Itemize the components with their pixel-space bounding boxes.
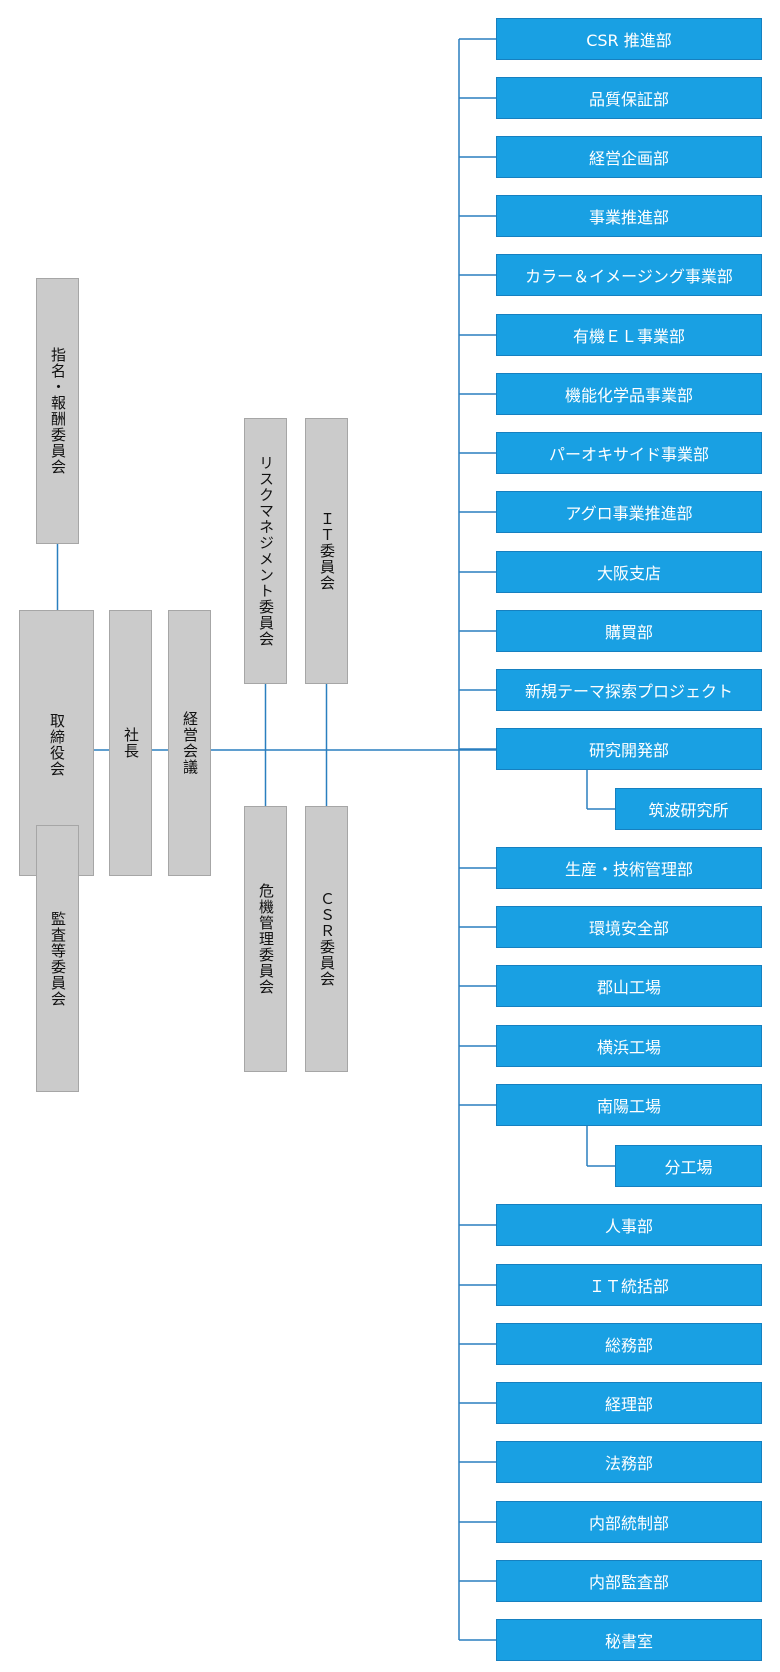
- dept-label: 法務部: [604, 1454, 653, 1473]
- it-committee-label: ＩＴ委員会: [318, 511, 336, 591]
- crisis-management-committee-box: 危機管理委員会: [244, 806, 287, 1072]
- dept-label: 環境安全部: [588, 919, 669, 938]
- csr-committee-box: ＣＳＲ委員会: [305, 806, 348, 1072]
- crisis-management-committee-label: 危機管理委員会: [257, 883, 275, 995]
- dept-label: 横浜工場: [596, 1038, 661, 1057]
- audit-committee-box: 監査等委員会: [36, 825, 79, 1092]
- dept-label: アグロ事業推進部: [565, 504, 693, 523]
- dept-label: 人事部: [604, 1217, 653, 1236]
- dept-label: 分工場: [664, 1158, 713, 1177]
- board-of-directors-label: 取締役会: [48, 713, 66, 777]
- audit-committee-label: 監査等委員会: [49, 910, 67, 1007]
- dept-branch-plant: 分工場: [615, 1145, 762, 1187]
- dept-label: 総務部: [604, 1336, 653, 1355]
- dept-purchasing: 購買部: [496, 610, 762, 652]
- dept-accounting: 経理部: [496, 1382, 762, 1424]
- it-committee-box: ＩＴ委員会: [305, 418, 348, 684]
- dept-yokohama-plant: 横浜工場: [496, 1025, 762, 1067]
- dept-label: ＩＴ統括部: [588, 1277, 669, 1296]
- dept-organic-el: 有機ＥＬ事業部: [496, 314, 762, 356]
- dept-tsukuba-lab: 筑波研究所: [615, 788, 762, 830]
- nomination-compensation-committee-box: 指名・報酬委員会: [36, 278, 79, 544]
- dept-environment-safety: 環境安全部: [496, 906, 762, 948]
- dept-label: 経営企画部: [588, 149, 669, 168]
- management-council-label: 経営会議: [181, 711, 199, 775]
- dept-label: パーオキサイド事業部: [548, 445, 709, 464]
- dept-label: 郡山工場: [596, 978, 661, 997]
- nomination-compensation-committee-label: 指名・報酬委員会: [49, 347, 67, 475]
- dept-corporate-planning: 経営企画部: [496, 136, 762, 178]
- dept-legal: 法務部: [496, 1441, 762, 1483]
- dept-general-affairs: 総務部: [496, 1323, 762, 1365]
- dept-internal-control: 内部統制部: [496, 1501, 762, 1543]
- management-council-box: 経営会議: [168, 610, 211, 876]
- dept-label: 品質保証部: [588, 90, 669, 109]
- dept-business-promotion: 事業推進部: [496, 195, 762, 237]
- dept-label: 機能化学品事業部: [564, 386, 693, 405]
- dept-new-theme-project: 新規テーマ探索プロジェクト: [496, 669, 762, 711]
- dept-csr-promotion: CSR 推進部: [496, 18, 762, 60]
- risk-management-committee-label: リスクマネジメント委員会: [257, 455, 275, 647]
- dept-label: 経理部: [604, 1395, 653, 1414]
- dept-label: 大阪支店: [596, 564, 661, 583]
- risk-management-committee-box: リスクマネジメント委員会: [244, 418, 287, 684]
- dept-functional-chemicals: 機能化学品事業部: [496, 373, 762, 415]
- dept-human-resources: 人事部: [496, 1204, 762, 1246]
- dept-quality-assurance: 品質保証部: [496, 77, 762, 119]
- dept-internal-audit: 内部監査部: [496, 1560, 762, 1602]
- dept-label: 事業推進部: [588, 208, 669, 227]
- dept-label: 筑波研究所: [648, 801, 729, 820]
- dept-label: 新規テーマ探索プロジェクト: [524, 682, 733, 701]
- dept-label: CSR 推進部: [586, 31, 672, 50]
- dept-agro-promotion: アグロ事業推進部: [496, 491, 762, 533]
- dept-label: 購買部: [604, 623, 653, 642]
- dept-label: カラー＆イメージング事業部: [525, 267, 733, 286]
- dept-research-development: 研究開発部: [496, 728, 762, 770]
- dept-label: 有機ＥＬ事業部: [572, 327, 685, 346]
- dept-label: 研究開発部: [588, 741, 669, 760]
- dept-nanyo-plant: 南陽工場: [496, 1084, 762, 1126]
- dept-label: 南陽工場: [596, 1097, 661, 1116]
- dept-peroxide: パーオキサイド事業部: [496, 432, 762, 474]
- dept-color-imaging: カラー＆イメージング事業部: [496, 254, 762, 296]
- dept-osaka-branch: 大阪支店: [496, 551, 762, 593]
- dept-production-tech: 生産・技術管理部: [496, 847, 762, 889]
- dept-label: 内部監査部: [588, 1573, 669, 1592]
- dept-koriyama-plant: 郡山工場: [496, 965, 762, 1007]
- president-label: 社長: [122, 727, 140, 759]
- dept-it-management: ＩＴ統括部: [496, 1264, 762, 1306]
- dept-label: 秘書室: [604, 1632, 653, 1651]
- president-box: 社長: [109, 610, 152, 876]
- dept-label: 生産・技術管理部: [564, 860, 693, 879]
- csr-committee-label: ＣＳＲ委員会: [318, 891, 336, 987]
- dept-label: 内部統制部: [588, 1514, 669, 1533]
- dept-secretariat: 秘書室: [496, 1619, 762, 1661]
